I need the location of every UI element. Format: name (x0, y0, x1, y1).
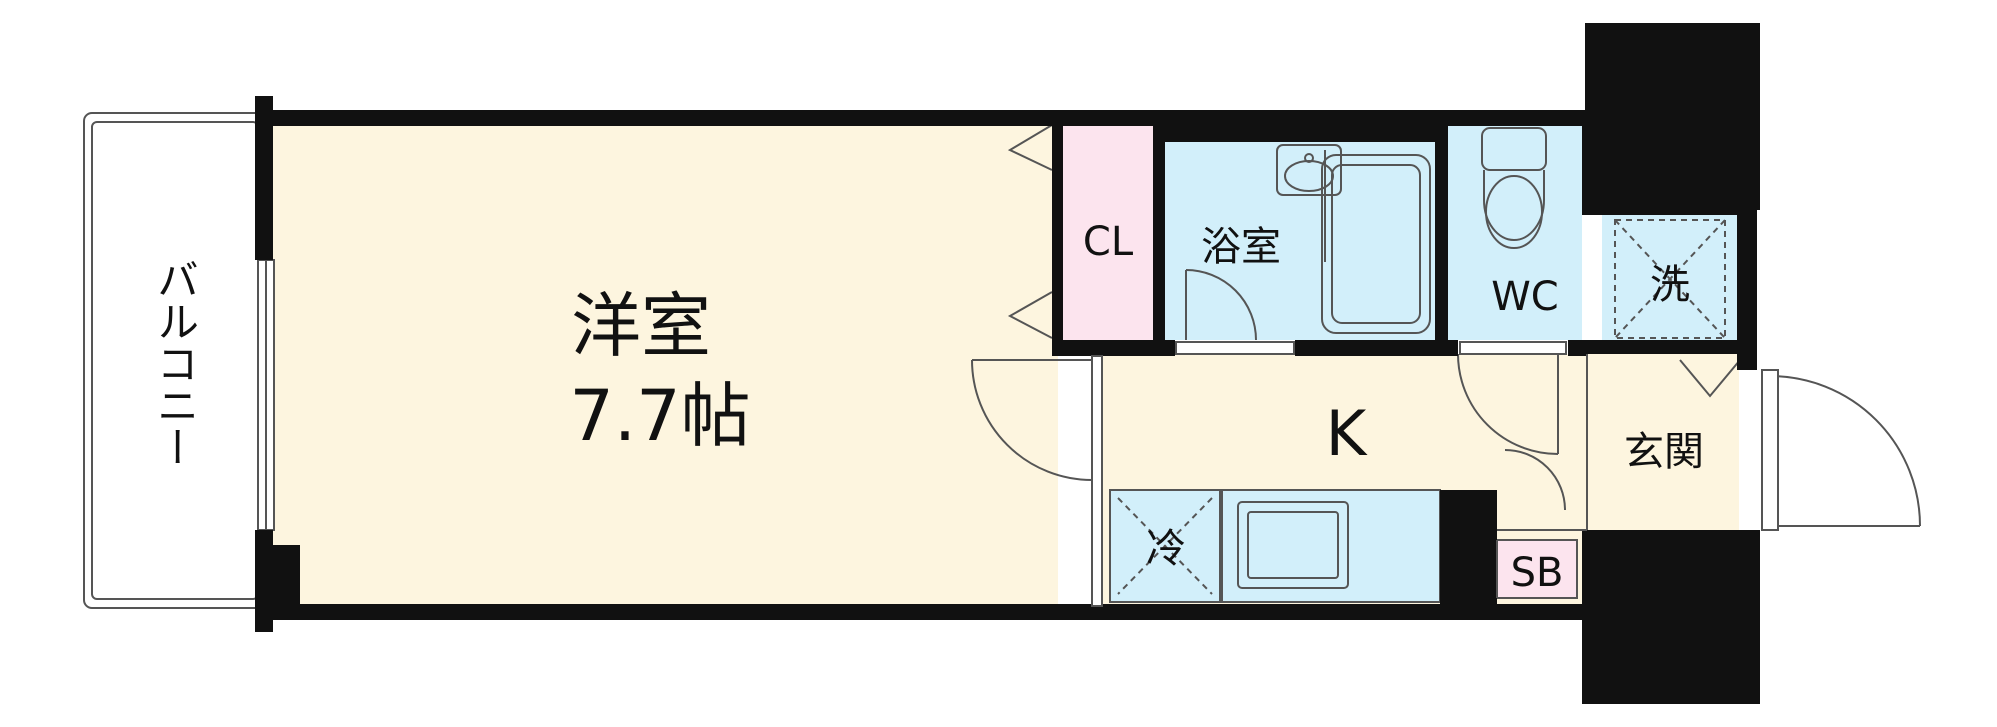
shoe-box-floor (1496, 539, 1578, 599)
shoe-box-label: SB (1511, 550, 1564, 596)
entrance-floor (1587, 354, 1739, 530)
closet-label: CL (1083, 219, 1134, 265)
washer-label: 洗 (1650, 262, 1690, 308)
kitchen-sink (1237, 501, 1349, 589)
closet-floor (1063, 125, 1153, 340)
toilet-icon (1481, 127, 1547, 249)
entrance-label: 玄関 (1624, 429, 1704, 475)
western-room-floor (268, 122, 1058, 607)
western-room-size-label: 7.7帖 (569, 375, 750, 457)
bathroom-label: 浴室 (1201, 224, 1281, 270)
toilet-label: WC (1491, 274, 1558, 320)
kitchen-label: K (1326, 397, 1368, 470)
washer-marking (1614, 219, 1726, 339)
balcony-label: バルコニー (151, 258, 200, 468)
bath-fixtures (1185, 144, 1431, 341)
toilet-floor (1448, 125, 1582, 340)
sink-counter (1221, 489, 1441, 603)
western-room-label: 洋室 (571, 285, 711, 367)
partitions (1091, 341, 1588, 607)
fridge-label: 冷 (1146, 526, 1186, 572)
fridge-marking (1117, 497, 1213, 595)
walls (255, 23, 1760, 704)
bathroom-floor (1165, 142, 1435, 340)
